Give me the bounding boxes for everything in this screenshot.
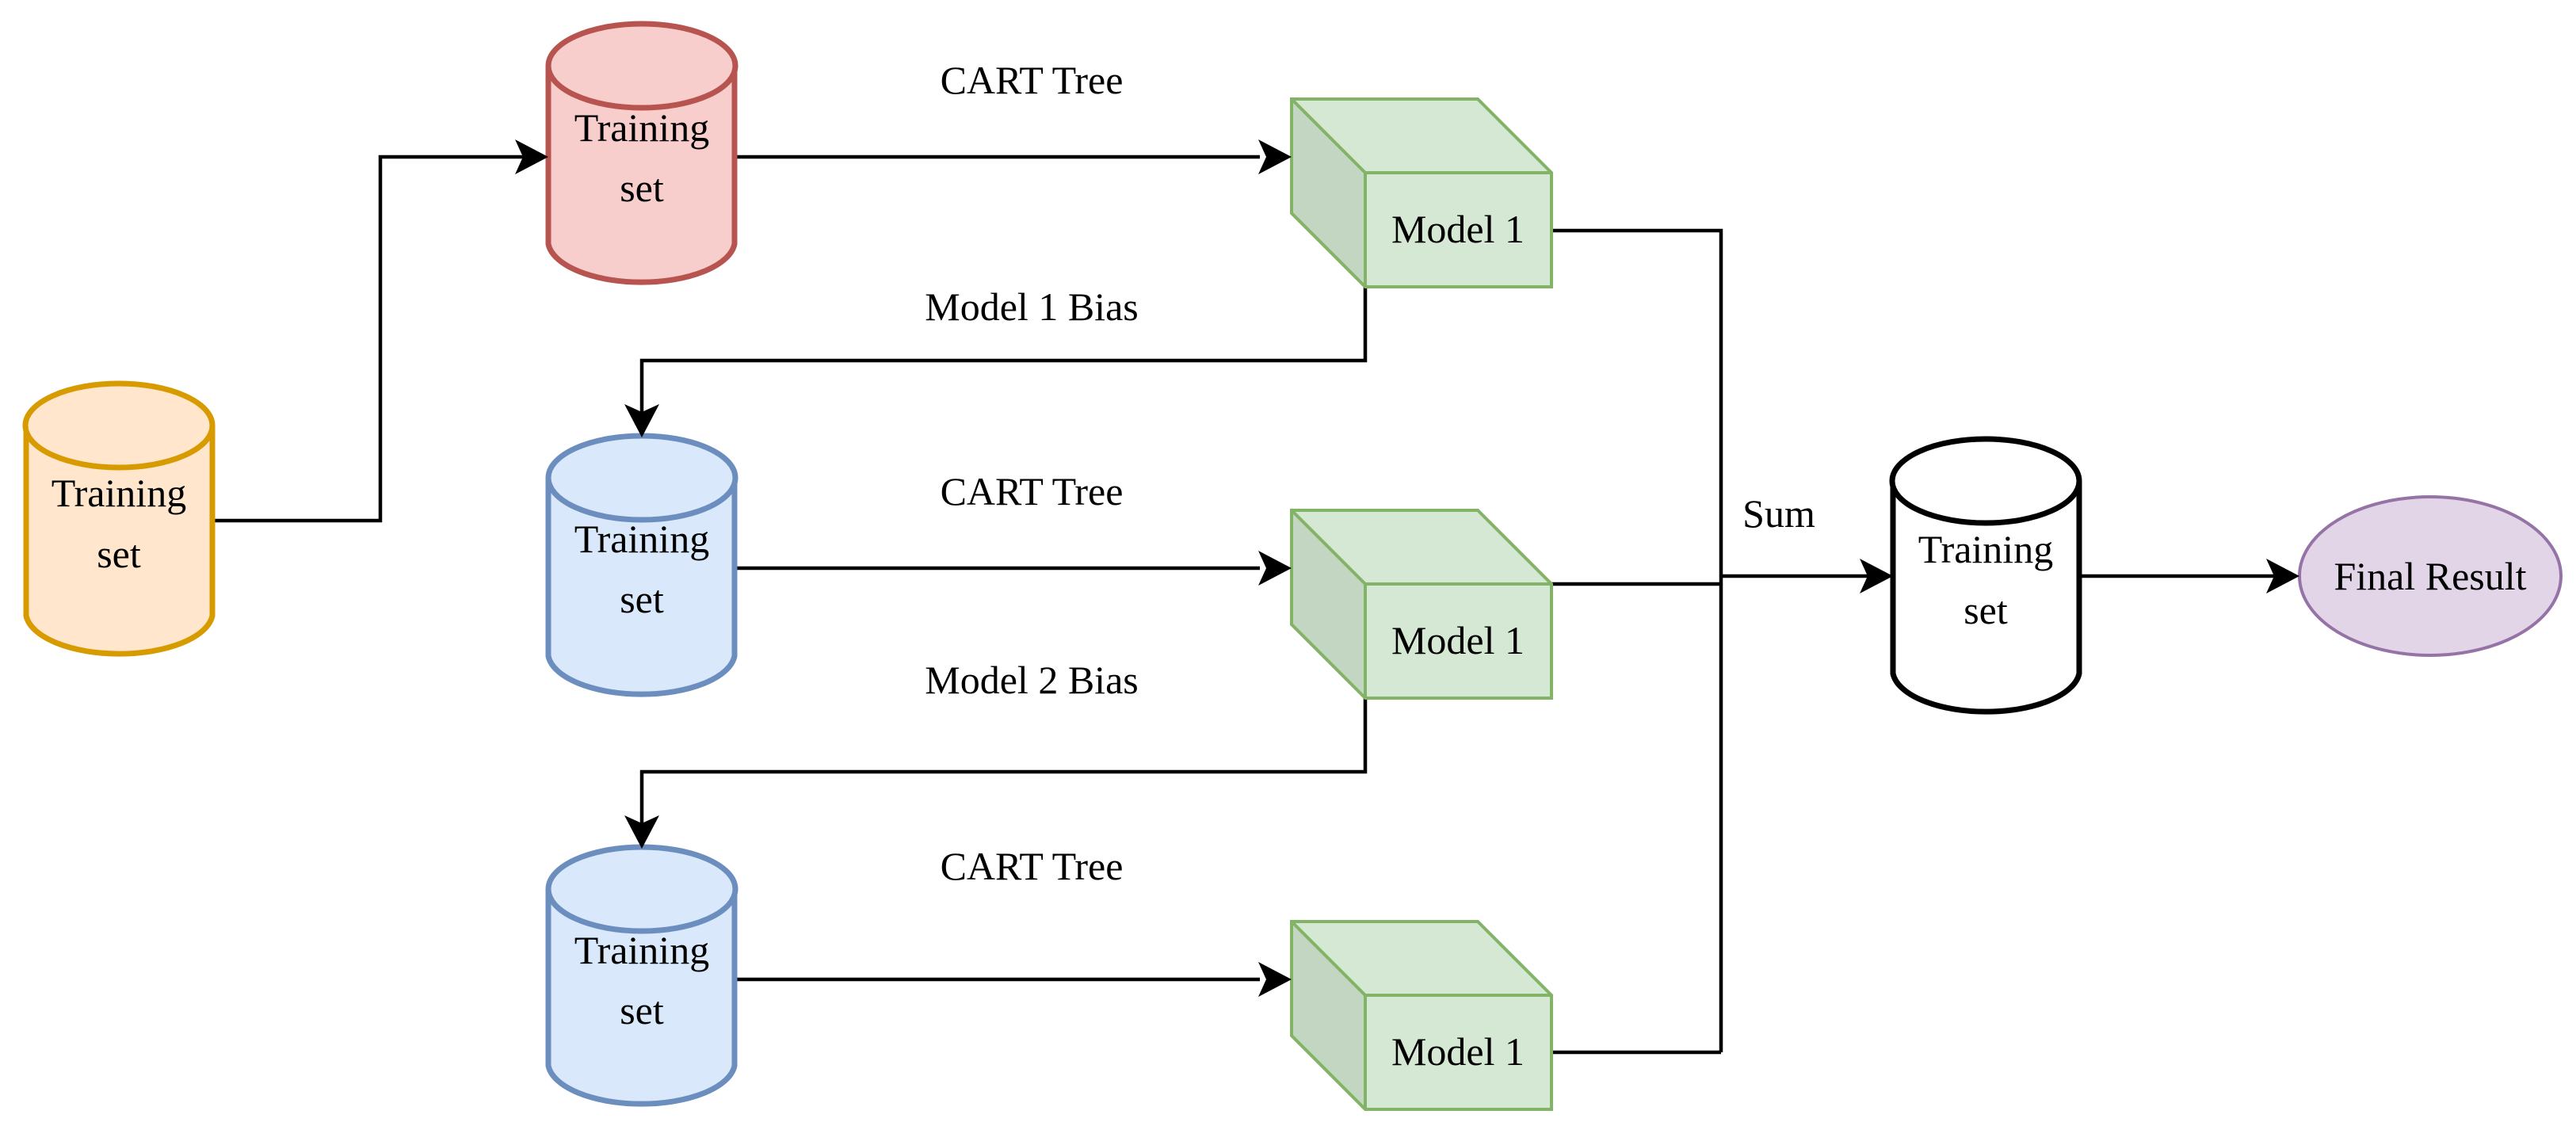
arrowhead-into-sum-set xyxy=(1860,559,1893,593)
model-1-side-face xyxy=(1292,99,1365,287)
arrowhead-into-model-3 xyxy=(1258,962,1292,997)
set-3-cylinder-top xyxy=(548,847,735,931)
set-2-cylinder-outline xyxy=(545,478,738,697)
arrowheads xyxy=(515,139,2299,997)
model-2-bias-label: Model 2 Bias xyxy=(925,658,1138,702)
cart-tree-label-2: CART Tree xyxy=(941,469,1124,513)
nodes: Training set Training set Training set xyxy=(22,21,2563,1111)
training-set-3: Training set xyxy=(545,844,738,1107)
set-3-cylinder-outline xyxy=(545,889,738,1107)
sum-set-cylinder-top xyxy=(1892,439,2079,523)
model-2-outline xyxy=(1290,509,1553,700)
set-2-label-line2: set xyxy=(620,577,664,621)
source-cylinder-top-outline xyxy=(22,380,216,471)
source-set-label-line2: set xyxy=(97,532,141,576)
model-3-back-face xyxy=(1292,922,1551,995)
model-2-front-face xyxy=(1365,584,1551,698)
model-3-front-face xyxy=(1365,995,1551,1109)
model-1-front-face xyxy=(1365,173,1551,287)
set-1-cylinder-top xyxy=(548,24,735,108)
final-result-node: Final Result xyxy=(2298,495,2563,657)
model-1-bias-label: Model 1 Bias xyxy=(925,284,1138,329)
set-3-label-line1: Training xyxy=(574,928,709,972)
final-result-label: Final Result xyxy=(2334,554,2526,598)
model-cube-2: Model 1 xyxy=(1290,509,1553,700)
set-3-cylinder-body xyxy=(548,889,735,1105)
set-2-cylinder-body xyxy=(548,478,735,695)
set-1-cylinder-body xyxy=(548,66,735,283)
arrowhead-into-set-2 xyxy=(624,404,659,437)
sum-label: Sum xyxy=(1742,491,1815,536)
arrowhead-into-model-1 xyxy=(1258,139,1292,174)
sum-set-cylinder-outline xyxy=(1890,481,2082,715)
model-2-back-face xyxy=(1292,510,1551,584)
source-cylinder-outline xyxy=(23,426,216,657)
model-1-back-face xyxy=(1292,99,1551,173)
set-2-label-line1: Training xyxy=(574,517,709,561)
cart-tree-label-1: CART Tree xyxy=(941,58,1124,102)
model-cube-1: Model 1 xyxy=(1290,97,1553,288)
sum-training-set: Training set xyxy=(1889,436,2082,715)
training-set-1: Training set xyxy=(545,21,738,285)
final-result-ellipse xyxy=(2299,497,2561,655)
edge-source-to-set-1 xyxy=(212,155,527,523)
source-set-label-line1: Training xyxy=(52,471,186,515)
sum-set-label-line2: set xyxy=(1963,588,2008,632)
model-cube-3: Model 1 xyxy=(1290,920,1553,1111)
edge-model-1-bias-to-set-2 xyxy=(639,287,1368,418)
model-2-label: Model 1 xyxy=(1391,618,1525,662)
sum-set-label-line1: Training xyxy=(1918,527,2053,571)
arrowhead-into-set-3 xyxy=(624,815,659,849)
cart-tree-label-3: CART Tree xyxy=(941,844,1124,888)
model-3-label: Model 1 xyxy=(1391,1029,1525,1074)
set-1-label-line1: Training xyxy=(574,105,709,150)
set-1-cylinder-top-outline xyxy=(545,21,738,111)
arrowhead-into-model-2 xyxy=(1258,551,1292,586)
set-3-label-line2: set xyxy=(620,988,664,1032)
source-training-set: Training set xyxy=(22,380,216,657)
set-1-cylinder-outline xyxy=(545,66,738,285)
training-set-2: Training set xyxy=(545,433,738,697)
edge-model-2-bias-to-set-3 xyxy=(639,698,1368,832)
edges xyxy=(212,155,2284,1055)
source-cylinder-body xyxy=(26,426,212,655)
sum-set-cylinder-top-outline xyxy=(1889,436,2082,526)
model-2-side-face xyxy=(1292,510,1365,698)
source-cylinder-top xyxy=(25,384,212,468)
edge-labels: CART Tree CART Tree CART Tree Model 1 Bi… xyxy=(925,58,1815,888)
sum-set-cylinder-body xyxy=(1893,481,2079,712)
edge-model-1-to-sum xyxy=(1551,228,1723,1052)
arrowhead-into-set-1 xyxy=(515,139,548,174)
model-1-label: Model 1 xyxy=(1391,207,1525,251)
model-3-side-face xyxy=(1292,922,1365,1109)
set-2-cylinder-top xyxy=(548,436,735,520)
arrowhead-into-final-result xyxy=(2266,559,2299,593)
set-1-label-line2: set xyxy=(620,166,664,210)
model-1-outline xyxy=(1290,97,1553,288)
model-3-outline xyxy=(1290,920,1553,1111)
